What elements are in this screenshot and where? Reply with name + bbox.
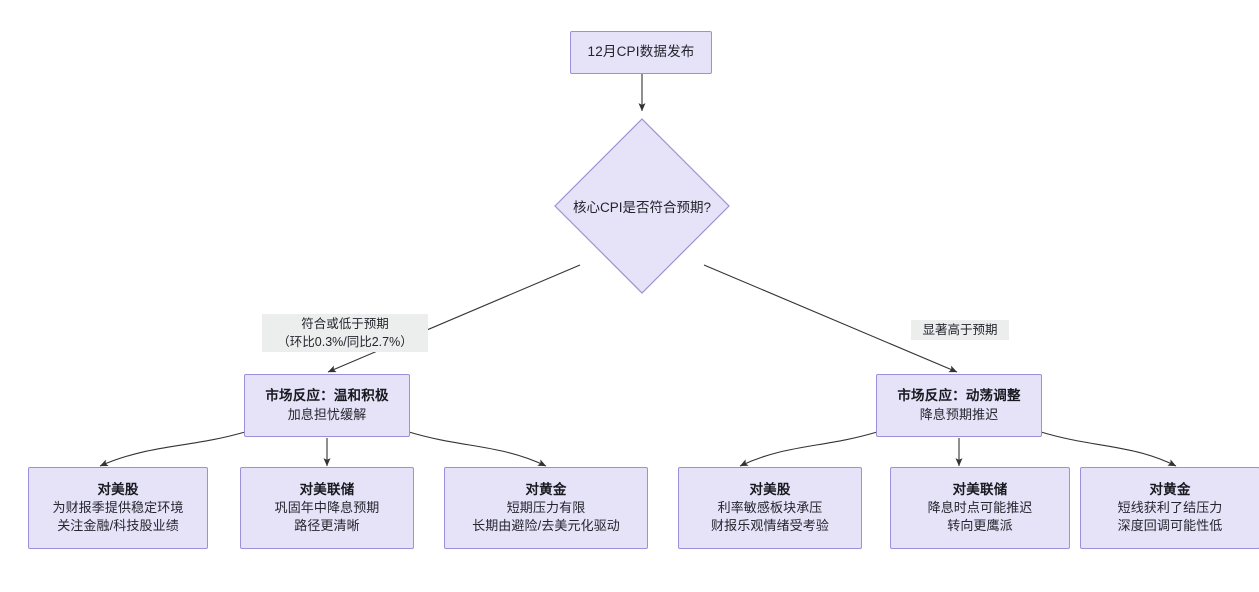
node-outcome-line2: 路径更清晰	[294, 518, 360, 534]
node-outcome-fed-turbulent[interactable]: 对美联储 降息时点可能推迟 转向更鹰派	[890, 467, 1070, 549]
node-branch-turbulent-subtitle: 降息预期推迟	[919, 406, 999, 422]
edge-label-right-line1: 显著高于预期	[922, 323, 998, 337]
node-outcome-heading: 对美联储	[299, 481, 355, 497]
node-branch-benign[interactable]: 市场反应：温和积极 加息担忧缓解	[244, 374, 410, 437]
node-start[interactable]: 12月CPI数据发布	[570, 31, 712, 74]
node-outcome-heading: 对美联储	[952, 481, 1008, 497]
node-decision[interactable]: 核心CPI是否符合预期?	[554, 118, 730, 294]
edge-label-left-line1: 符合或低于预期	[301, 317, 389, 331]
node-outcome-heading: 对美股	[749, 481, 791, 497]
node-outcome-fed-benign[interactable]: 对美联储 巩固年中降息预期 路径更清晰	[240, 467, 414, 549]
node-outcome-line2: 转向更鹰派	[947, 518, 1013, 534]
node-branch-turbulent[interactable]: 市场反应：动荡调整 降息预期推迟	[876, 374, 1042, 437]
node-outcome-line1: 利率敏感板块承压	[717, 500, 823, 516]
node-branch-benign-heading: 市场反应：温和积极	[265, 388, 389, 404]
node-outcome-line2: 关注金融/科技股业绩	[57, 518, 179, 534]
node-branch-benign-subtitle: 加息担忧缓解	[287, 406, 367, 422]
node-outcome-line2: 财报乐观情绪受考验	[711, 518, 829, 534]
node-outcome-line2: 长期由避险/去美元化驱动	[472, 518, 620, 534]
edge-benign-to-us-stocks	[99, 431, 246, 467]
edge-label-right: 显著高于预期	[911, 320, 1009, 341]
node-outcome-heading: 对黄金	[1149, 481, 1191, 497]
edge-benign-to-gold	[408, 431, 547, 467]
node-outcome-gold-benign[interactable]: 对黄金 短期压力有限 长期由避险/去美元化驱动	[444, 467, 648, 549]
node-outcome-line1: 短期压力有限	[506, 500, 586, 516]
node-outcome-us-stocks-turbulent[interactable]: 对美股 利率敏感板块承压 财报乐观情绪受考验	[678, 467, 862, 549]
node-outcome-gold-turbulent[interactable]: 对黄金 短线获利了结压力 深度回调可能性低	[1080, 467, 1259, 549]
edge-label-left: 符合或低于预期 （环比0.3%/同比2.7%）	[262, 314, 428, 353]
edge-turbulent-to-gold	[1040, 431, 1177, 467]
node-outcome-line2: 深度回调可能性低	[1117, 518, 1223, 534]
node-decision-label: 核心CPI是否符合预期?	[572, 200, 711, 215]
node-start-label: 12月CPI数据发布	[587, 44, 695, 60]
node-outcome-line1: 短线获利了结压力	[1117, 500, 1223, 516]
edge-decision-to-turbulent	[703, 264, 958, 373]
node-outcome-line1: 巩固年中降息预期	[274, 500, 380, 516]
node-branch-turbulent-heading: 市场反应：动荡调整	[897, 388, 1021, 404]
node-outcome-us-stocks-benign[interactable]: 对美股 为财报季提供稳定环境 关注金融/科技股业绩	[28, 467, 208, 549]
node-outcome-heading: 对黄金	[525, 481, 567, 497]
node-outcome-line1: 降息时点可能推迟	[927, 500, 1033, 516]
node-outcome-line1: 为财报季提供稳定环境	[52, 500, 184, 516]
node-outcome-heading: 对美股	[97, 481, 139, 497]
edge-turbulent-to-us-stocks	[739, 431, 878, 467]
edge-label-left-line2: （环比0.3%/同比2.7%）	[277, 335, 413, 350]
diamond-shape	[554, 118, 730, 294]
